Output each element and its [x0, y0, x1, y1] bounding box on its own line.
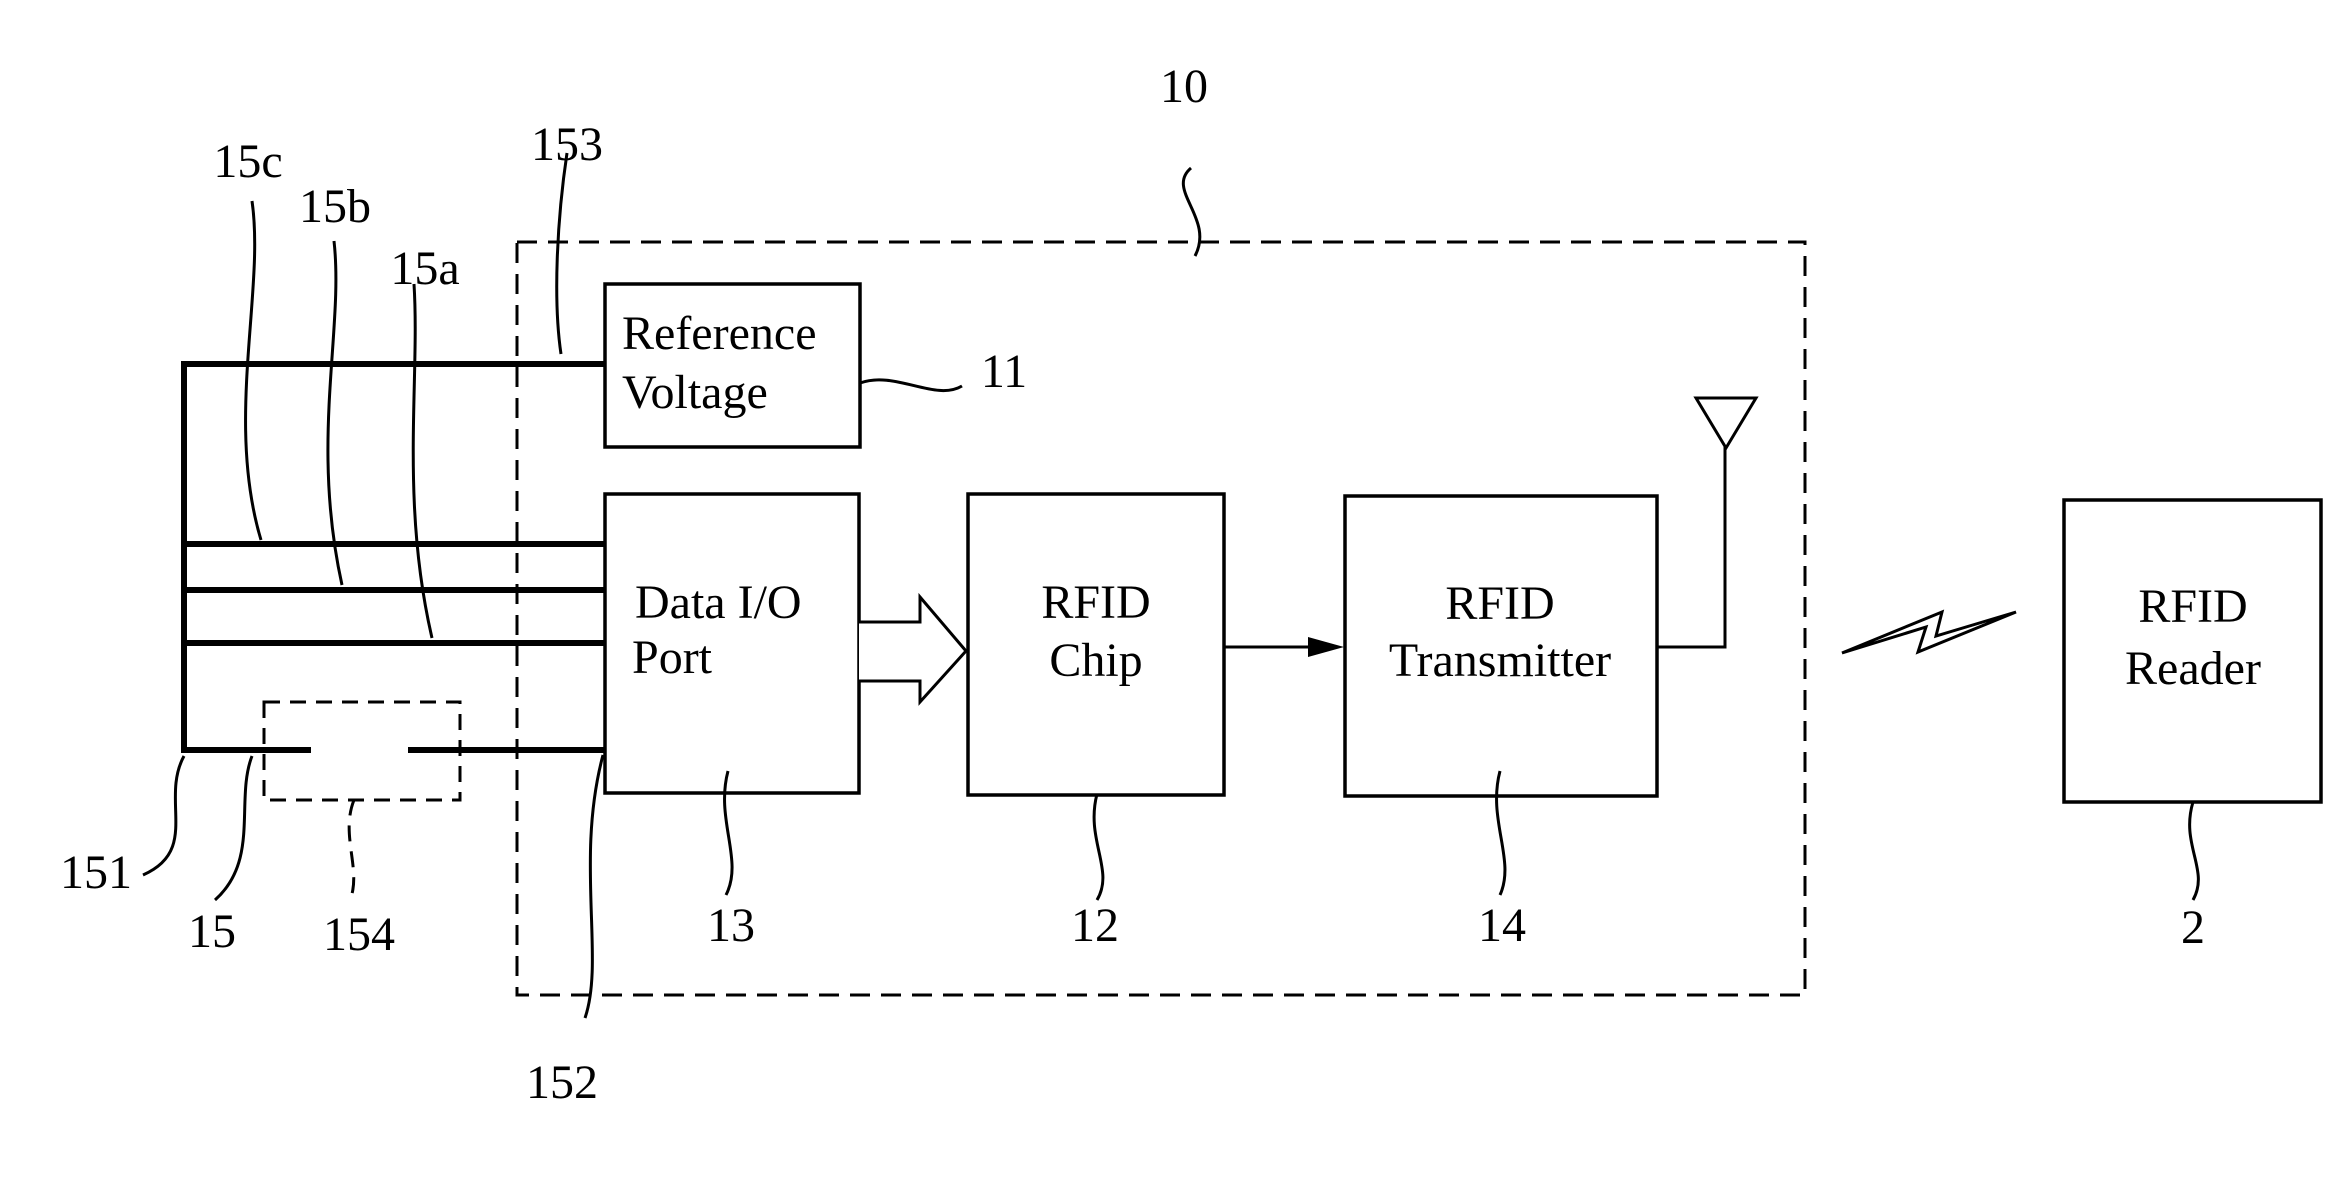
leader-153	[557, 153, 567, 354]
leader-11	[860, 380, 962, 391]
rfid-transmitter-line1: RFID	[1445, 577, 1554, 630]
reference-voltage-line1: Reference	[622, 307, 817, 360]
leader-15	[215, 756, 252, 900]
leader-15c	[246, 201, 261, 540]
leader-152	[585, 755, 603, 1018]
leader-15a	[413, 284, 432, 638]
antenna	[1657, 398, 1756, 647]
rfid-reader-line1: RFID	[2138, 580, 2247, 633]
label-15a: 15a	[390, 242, 459, 295]
label-152: 152	[526, 1056, 598, 1109]
rfid-transmitter-line2: Transmitter	[1389, 634, 1611, 687]
wireless-link-icon	[1842, 612, 2016, 653]
chip-to-transmitter-arrowhead	[1308, 637, 1344, 657]
label-154: 154	[323, 908, 395, 961]
data-io-port-line1: Data I/O	[635, 576, 802, 629]
rfid-chip-line1: RFID	[1041, 576, 1150, 629]
label-151: 151	[60, 846, 132, 899]
leader-15b	[328, 241, 342, 585]
label-14: 14	[1478, 899, 1526, 952]
rfid-reader-line2: Reader	[2125, 642, 2261, 695]
label-12: 12	[1071, 899, 1119, 952]
leader-2	[2190, 802, 2199, 900]
label-15b: 15b	[299, 180, 371, 233]
data-io-port-line2: Port	[632, 631, 713, 684]
leader-154	[349, 800, 354, 900]
label-153: 153	[531, 118, 603, 171]
label-2: 2	[2181, 901, 2205, 954]
label-10: 10	[1160, 60, 1208, 113]
label-15: 15	[188, 905, 236, 958]
data-bus-arrow	[859, 597, 966, 702]
label-13: 13	[707, 899, 755, 952]
rfid-chip-line2: Chip	[1049, 634, 1142, 687]
leader-12	[1094, 794, 1103, 900]
leader-151	[143, 756, 184, 875]
label-11: 11	[981, 345, 1027, 398]
label-15c: 15c	[213, 135, 282, 188]
reference-voltage-line2: Voltage	[622, 366, 768, 419]
